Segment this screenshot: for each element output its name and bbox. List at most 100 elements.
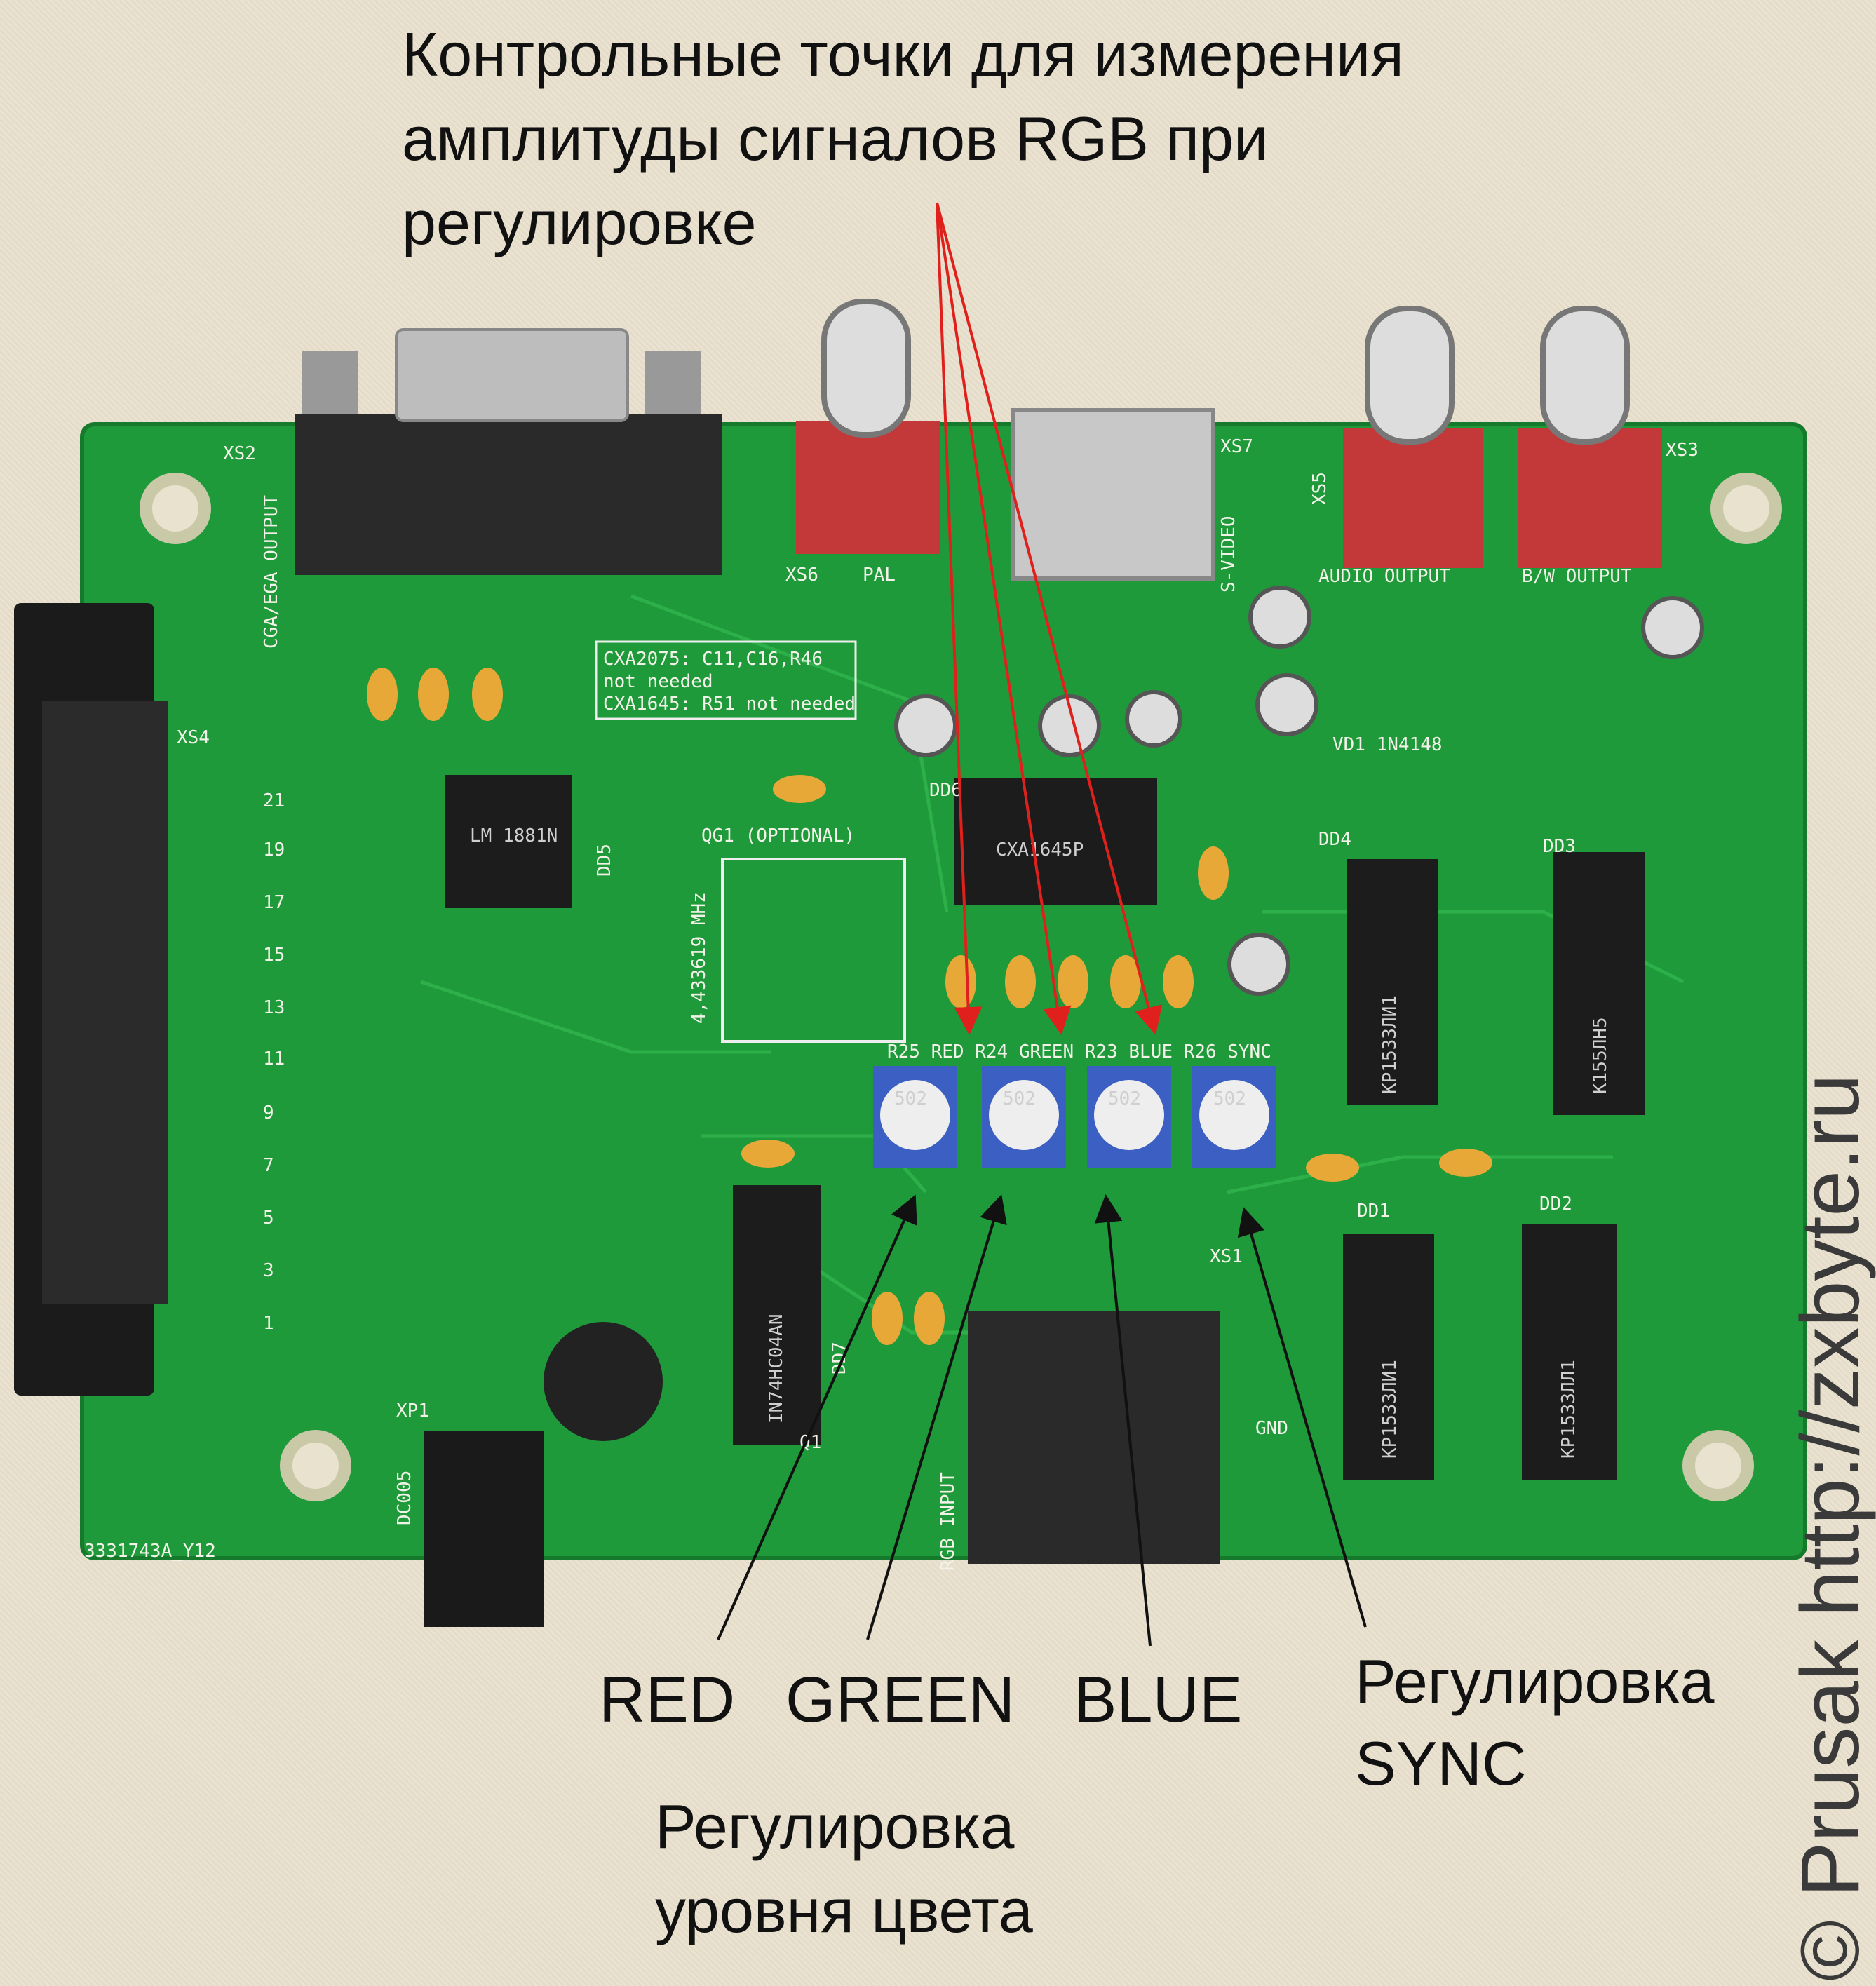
color-level-label-line: уровня цвета [655,1876,1033,1945]
pin-number: 13 [263,997,285,1018]
silk-dd2: DD2 [1539,1194,1572,1215]
silk-xs5: XS5 [1309,472,1330,505]
silk-vd1: VD1 1N4148 [1332,734,1443,755]
label-green: GREEN [785,1664,1015,1736]
pin-number: 15 [263,945,285,966]
ic-dd2 [1522,1224,1617,1480]
adjust-arrows [717,1194,1367,1647]
silk-trim-labels: R25 RED R24 GREEN R23 BLUE R26 SYNC [887,1041,1271,1062]
title-line: амплитуды сигналов RGB при [402,104,1268,173]
chip-label-dd3: К155ЛН5 [1590,1017,1611,1094]
ic-dd5 [445,775,572,908]
ic-cxa1645 [954,778,1157,905]
label-color-level-adjust: Регулировка уровня цвета [655,1792,1033,1945]
chip-label-dd4: КР1533ЛИ1 [1379,995,1401,1094]
silk-xs1: XS1 [1210,1246,1243,1267]
trimpot-marking: 502 [1003,1088,1036,1109]
silk-xs3: XS3 [1666,440,1699,461]
silk-dd1: DD1 [1357,1201,1390,1222]
arrow-test-point-green [936,202,1072,1035]
trimpot-green[interactable]: 502 [982,1066,1066,1168]
ic-dd1 [1343,1234,1434,1480]
pin-number: 3 [263,1260,274,1281]
silk-xs2: XS2 [223,443,256,464]
silk-dd5: DD5 [594,844,615,877]
trimpot-marking: 502 [894,1088,927,1109]
silk-note-box: CXA2075: C11,C16,R46 not needed CXA1645:… [595,640,857,720]
pin-number: 9 [263,1102,274,1123]
chip-label-dd7: IN74HC04AN [766,1313,787,1424]
silk-audio: AUDIO OUTPUT [1318,566,1450,587]
inductor [544,1322,663,1441]
silk-dd6: DD6 [929,780,962,801]
silk-rgb-input: RGB INPUT [938,1472,959,1571]
silk-xp1: XP1 [396,1400,429,1421]
pin-number: 5 [263,1208,274,1229]
scart-pin-numbers: 21 19 17 15 13 11 9 7 5 3 1 [263,790,285,1334]
db9-connector-xs2 [295,328,722,575]
chip-label-dd1: КР1533ЛИ1 [1379,1360,1401,1459]
silk-cga: CGA/EGA OUTPUT [261,495,282,649]
rca-jack-xs3 [1518,306,1662,568]
silk-xs4: XS4 [177,727,210,748]
silk-note-line: not needed [603,671,713,692]
crystal-footprint-qg1 [721,858,906,1043]
ic-dd3 [1553,852,1645,1115]
silk-gnd: GND [1255,1418,1288,1439]
silk-board-id: 3331743A_Y12 [84,1541,216,1562]
test-points-title: Контрольные точки для измерения амплитуд… [402,20,1404,257]
trimpot-marking: 502 [1213,1088,1246,1109]
silk-pal: PAL [863,565,896,586]
pin-number: 7 [263,1155,274,1176]
arrow-red-trim [717,1194,917,1640]
color-level-label-line: Регулировка [655,1792,1015,1861]
silk-dd4: DD4 [1318,829,1351,850]
ic-dd7 [733,1185,821,1445]
chip-label-cxa: CXA1645P [996,839,1084,860]
title-line: регулировке [402,188,757,257]
rca-jack-xs6 [796,299,940,554]
silk-dc: DC005 [394,1471,415,1525]
arrow-test-point-blue [936,202,1163,1035]
trimpot-blue[interactable]: 502 [1087,1066,1171,1168]
silk-svideo: S-VIDEO [1218,515,1239,593]
electrolytic-capacitors [894,586,1704,996]
silk-note-line: CXA1645: R51 not needed [603,694,856,715]
ic-dd4 [1347,859,1438,1105]
pin-number: 17 [263,892,285,913]
silk-xs6: XS6 [785,565,818,586]
rgb-input-connector-xs1 [968,1311,1220,1564]
chip-label-dd2: КР1533ЛЛ1 [1558,1360,1579,1459]
label-sync-adjust: Регулировка SYNC [1355,1647,1715,1798]
watermark: © Prusak http://zxbyte.ru [1784,1074,1876,1981]
rca-jack-xs5 [1343,306,1483,568]
sync-label-line: Регулировка [1355,1647,1715,1716]
test-point-arrows [936,202,1163,1035]
arrow-sync-trim [1237,1207,1367,1628]
pin-number: 21 [263,790,285,811]
trimpot-red[interactable]: 502 [873,1066,957,1168]
silk-freq: 4,433619 MHz [689,892,710,1024]
silk-qg1: QG1 (OPTIONAL) [701,825,855,846]
chip-label-lm: LM 1881N [470,825,558,846]
silk-dd3: DD3 [1543,836,1576,857]
ceramic-capacitors [367,668,1492,1345]
trimpot-marking: 502 [1108,1088,1141,1109]
trimpots: 502 502 502 502 [873,1066,1276,1168]
silk-bw: B/W OUTPUT [1522,566,1632,587]
silk-xs7: XS7 [1220,436,1253,457]
mounting-holes [140,473,1782,1501]
scart-connector-xs4 [14,603,168,1396]
pin-number: 11 [263,1048,285,1069]
title-line: Контрольные точки для измерения [402,20,1404,89]
sync-label-line: SYNC [1355,1729,1527,1798]
dc-jack-xp1 [424,1431,544,1627]
silk-note-line: CXA2075: C11,C16,R46 [603,649,823,670]
label-red: RED [599,1664,735,1736]
arrow-green-trim [866,1194,1007,1640]
pin-number: 1 [263,1313,274,1334]
arrow-test-point-red [936,202,983,1035]
trimpot-sync[interactable]: 502 [1192,1066,1276,1168]
